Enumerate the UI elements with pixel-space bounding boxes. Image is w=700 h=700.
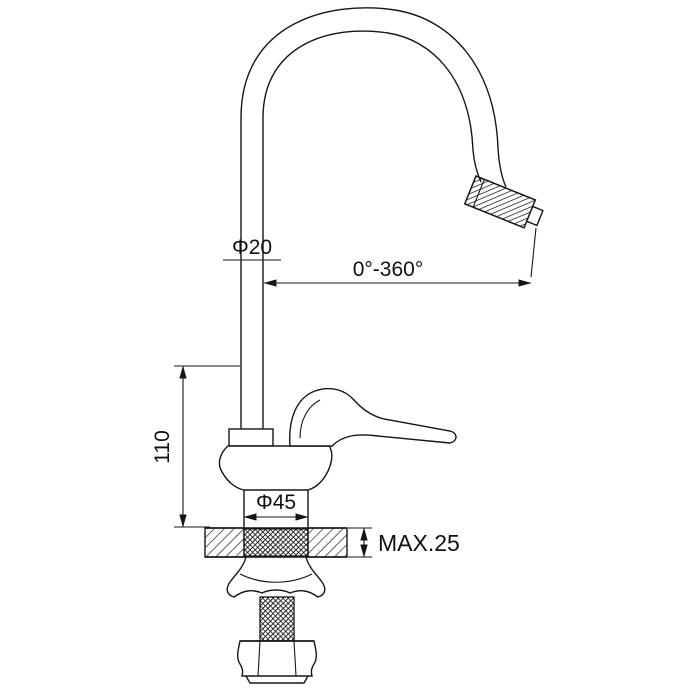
deck-thickness-label: MAX.25 [378,530,460,556]
rotation-range-dimension: 0°-360° [263,227,537,287]
faucet-body [218,387,457,491]
spout-diameter-label: Φ20 [232,236,272,259]
threaded-shank [259,596,295,642]
deck-thickness-dimension: MAX.25 [348,527,460,558]
height-label: 110 [151,430,174,463]
gooseneck-spout [240,7,507,430]
base-diameter-label: Φ45 [256,491,296,514]
mounting-nut [226,556,326,598]
mounting-shank [243,490,309,528]
rotation-range-label: 0°-360° [353,258,424,281]
deck-cross-section [204,527,348,558]
pipe-collar [228,428,274,447]
base-diameter-dimension: Φ45 [243,491,309,521]
spout-diameter-dimension: Φ20 [223,236,281,261]
spray-head [463,175,544,229]
height-dimension: 110 [151,365,240,528]
supply-nut [237,640,317,684]
handle-lever [289,387,457,447]
